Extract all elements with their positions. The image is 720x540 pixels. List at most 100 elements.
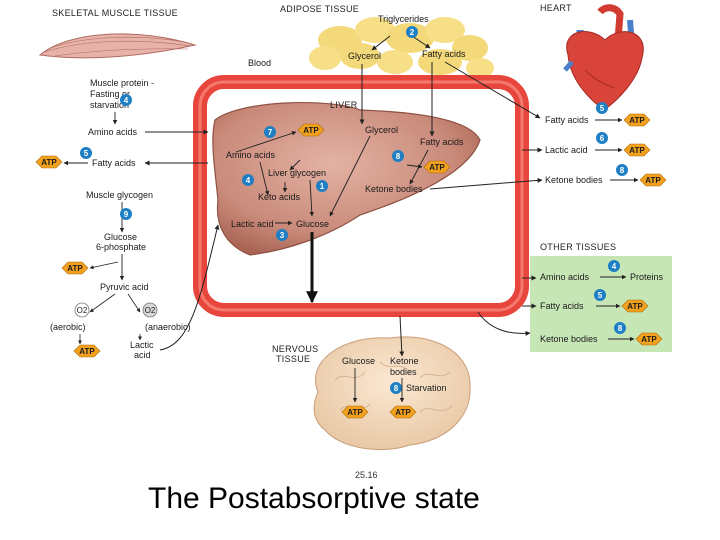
step-5-other-marker: 5 — [594, 289, 606, 301]
svg-text:6: 6 — [600, 134, 605, 143]
adipose-illustration — [309, 17, 494, 78]
svg-text:O2: O2 — [145, 306, 156, 315]
svg-text:ATP: ATP — [629, 146, 645, 155]
other-fatty-acids: Fatty acids — [540, 301, 584, 311]
muscle-lactic-line2: acid — [134, 350, 151, 360]
svg-text:3: 3 — [280, 231, 285, 240]
atp-liver-7: ATP — [297, 123, 325, 137]
step-8-other-marker: 8 — [614, 322, 626, 334]
step-1-marker: 1 — [316, 180, 328, 192]
muscle-protein-line2: Fasting or — [90, 89, 130, 99]
atp-heart-8: ATP — [639, 173, 667, 187]
liver-glucose: Glucose — [296, 219, 329, 229]
svg-text:ATP: ATP — [627, 302, 643, 311]
muscle-glycogen: Muscle glycogen — [86, 190, 153, 200]
liver-fatty-acids: Fatty acids — [420, 137, 464, 147]
liver-ketone-bodies: Ketone bodies — [365, 184, 423, 194]
nervous-label-line2: TISSUE — [276, 354, 310, 364]
other-proteins: Proteins — [630, 272, 664, 282]
skeletal-muscle-label: SKELETAL MUSCLE TISSUE — [52, 8, 178, 18]
step-2-marker: 2 — [406, 26, 418, 38]
liver-illustration — [212, 101, 481, 256]
liver-label: LIVER — [330, 100, 358, 110]
adipose-label: ADIPOSE TISSUE — [280, 4, 359, 14]
heart-lactic-acid: Lactic acid — [545, 145, 588, 155]
nervous-glucose: Glucose — [342, 356, 375, 366]
svg-text:4: 4 — [612, 262, 617, 271]
step-4-other-marker: 4 — [608, 260, 620, 272]
svg-text:7: 7 — [268, 128, 273, 137]
adipose-triglycerides: Triglycerides — [378, 14, 429, 24]
step-4-muscle-marker: 4 — [120, 94, 132, 106]
svg-text:8: 8 — [618, 324, 623, 333]
atp-nervous-glucose: ATP — [341, 405, 369, 419]
svg-text:ATP: ATP — [629, 116, 645, 125]
muscle-lactic-line1: Lactic — [130, 340, 154, 350]
step-3-marker: 3 — [276, 229, 288, 241]
svg-text:ATP: ATP — [645, 176, 661, 185]
muscle-fatty-acids: Fatty acids — [92, 158, 136, 168]
svg-text:5: 5 — [598, 291, 603, 300]
step-8-liver-marker: 8 — [392, 150, 404, 162]
atp-liver-8: ATP — [423, 160, 451, 174]
atp-muscle-5: ATP — [35, 155, 63, 169]
step-8-nervous-marker: 8 — [390, 382, 402, 394]
heart-fatty-acids: Fatty acids — [545, 115, 589, 125]
figure-number: 25.16 — [355, 470, 378, 480]
svg-text:4: 4 — [124, 96, 129, 105]
svg-text:8: 8 — [620, 166, 625, 175]
liver-lactic-acid: Lactic acid — [231, 219, 274, 229]
step-5-muscle-marker: 5 — [80, 147, 92, 159]
heart-label: HEART — [540, 3, 572, 13]
step-5-heart-marker: 5 — [596, 102, 608, 114]
other-ketone-bodies: Ketone bodies — [540, 334, 598, 344]
svg-text:4: 4 — [246, 176, 251, 185]
svg-text:8: 8 — [394, 384, 399, 393]
brain-illustration — [313, 336, 471, 451]
muscle-glucose-line1: Glucose — [104, 232, 137, 242]
other-tissues-label: OTHER TISSUES — [540, 242, 616, 252]
svg-text:ATP: ATP — [395, 408, 411, 417]
blood-vessel-highlight — [198, 80, 524, 312]
nervous-ketone-line2: bodies — [390, 367, 417, 377]
liver-keto-acids: Keto acids — [258, 192, 301, 202]
step-7-marker: 7 — [264, 126, 276, 138]
heart-illustration — [563, 4, 644, 111]
svg-text:8: 8 — [396, 152, 401, 161]
svg-text:ATP: ATP — [303, 126, 319, 135]
nervous-starvation: Starvation — [406, 383, 447, 393]
no-o2-molecule-icon: O2 — [142, 302, 158, 318]
slide-title: The Postabsorptive state — [148, 482, 480, 515]
muscle-amino-acids: Amino acids — [88, 127, 138, 137]
liver-amino-acids: Amino acids — [226, 150, 276, 160]
atp-other-5: ATP — [621, 299, 649, 313]
liver-glycerol: Glycerol — [365, 125, 398, 135]
muscle-protein-line1: Muscle protein - — [90, 78, 154, 88]
atp-muscle-aerobic: ATP — [73, 344, 101, 358]
atp-heart-5: ATP — [623, 113, 651, 127]
svg-text:ATP: ATP — [67, 264, 83, 273]
svg-text:5: 5 — [600, 104, 605, 113]
adipose-fatty-acids: Fatty acids — [422, 49, 466, 59]
svg-text:ATP: ATP — [641, 335, 657, 344]
svg-text:1: 1 — [320, 182, 325, 191]
muscle-glucose-line2: 6-phosphate — [96, 242, 146, 252]
step-9-marker: 9 — [120, 208, 132, 220]
svg-text:ATP: ATP — [41, 158, 57, 167]
svg-text:ATP: ATP — [347, 408, 363, 417]
svg-text:O2: O2 — [77, 306, 88, 315]
atp-other-8: ATP — [635, 332, 663, 346]
svg-text:5: 5 — [84, 149, 89, 158]
liver-glycogen: Liver glycogen — [268, 168, 326, 178]
svg-text:2: 2 — [410, 28, 415, 37]
atp-nervous-ketone: ATP — [389, 405, 417, 419]
muscle-protein-line3: starvation — [90, 100, 129, 110]
heart-ketone-bodies: Ketone bodies — [545, 175, 603, 185]
muscle-pyruvic-acid: Pyruvic acid — [100, 282, 149, 292]
nervous-ketone-line1: Ketone — [390, 356, 419, 366]
svg-text:ATP: ATP — [429, 163, 445, 172]
step-6-marker: 6 — [596, 132, 608, 144]
svg-text:ATP: ATP — [79, 347, 95, 356]
nervous-label-line1: NERVOUS — [272, 344, 318, 354]
